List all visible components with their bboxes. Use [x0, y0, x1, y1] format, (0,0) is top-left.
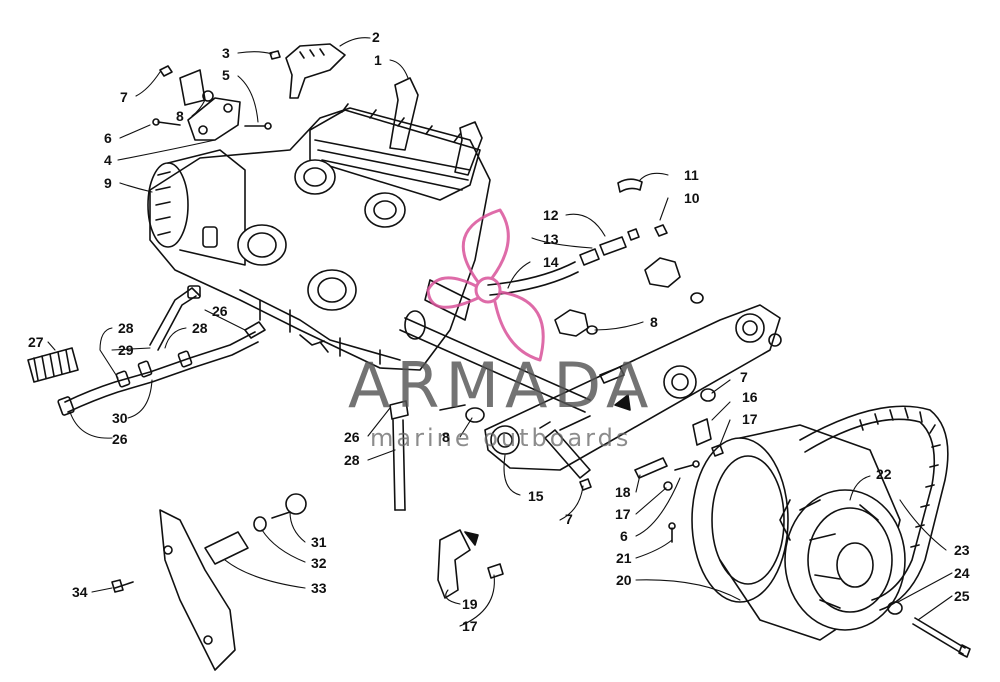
- callout-31[interactable]: 31: [311, 534, 327, 550]
- callout-29[interactable]: 29: [118, 342, 134, 358]
- callout-5[interactable]: 5: [222, 67, 230, 83]
- callout-6-top[interactable]: 6: [104, 130, 112, 146]
- callout-20[interactable]: 20: [616, 572, 632, 588]
- callout-28-left[interactable]: 28: [118, 320, 134, 336]
- callout-11[interactable]: 11: [684, 167, 699, 183]
- callout-12[interactable]: 12: [543, 207, 559, 223]
- callout-25[interactable]: 25: [954, 588, 970, 604]
- callout-26-top[interactable]: 26: [212, 303, 228, 319]
- callout-7-right[interactable]: 7: [740, 369, 748, 385]
- callout-28-mid[interactable]: 28: [192, 320, 208, 336]
- callout-26-center[interactable]: 26: [344, 429, 360, 445]
- callout-9[interactable]: 9: [104, 175, 112, 191]
- callout-26-bottom[interactable]: 26: [112, 431, 128, 447]
- callout-14[interactable]: 14: [543, 254, 559, 270]
- callout-23[interactable]: 23: [954, 542, 970, 558]
- engine-block: [147, 43, 491, 371]
- callout-24[interactable]: 24: [954, 565, 970, 581]
- callout-16[interactable]: 16: [742, 389, 758, 405]
- callout-27[interactable]: 27: [28, 334, 44, 350]
- callout-1[interactable]: 1: [374, 52, 382, 68]
- callout-17-mid[interactable]: 17: [615, 506, 631, 522]
- callout-6-bottom[interactable]: 6: [620, 528, 628, 544]
- callout-19[interactable]: 19: [462, 596, 478, 612]
- callout-18[interactable]: 18: [615, 484, 631, 500]
- leader-lines: [47, 37, 953, 627]
- misc-hardware: [111, 400, 724, 671]
- watermark-brand: ARMADA: [348, 349, 655, 422]
- callout-3[interactable]: 3: [222, 45, 230, 61]
- watermark-tagline: marine outboards: [370, 424, 632, 452]
- callout-32[interactable]: 32: [311, 555, 327, 571]
- callout-10[interactable]: 10: [684, 190, 700, 206]
- callout-13[interactable]: 13: [543, 231, 559, 247]
- callout-21[interactable]: 21: [616, 550, 632, 566]
- callout-8-top[interactable]: 8: [176, 108, 184, 124]
- callout-4[interactable]: 4: [104, 152, 112, 168]
- callout-15[interactable]: 15: [528, 488, 544, 504]
- callout-17-bottom[interactable]: 17: [462, 618, 478, 634]
- callout-34[interactable]: 34: [72, 584, 88, 600]
- callout-7-bottom[interactable]: 7: [565, 511, 573, 527]
- callout-8-right[interactable]: 8: [650, 314, 658, 330]
- callout-30[interactable]: 30: [112, 410, 128, 426]
- callout-7-top[interactable]: 7: [120, 89, 128, 105]
- callout-8-center[interactable]: 8: [442, 429, 450, 445]
- callout-2[interactable]: 2: [372, 29, 380, 45]
- oil-line-assembly: [27, 285, 266, 416]
- callout-17-right[interactable]: 17: [742, 411, 758, 427]
- propeller-logo: [426, 208, 545, 362]
- chaincase-housing: [484, 304, 781, 471]
- callout-28-center[interactable]: 28: [344, 452, 360, 468]
- callout-33[interactable]: 33: [311, 580, 327, 596]
- callout-22[interactable]: 22: [876, 466, 892, 482]
- drive-clutch-assembly: [691, 405, 971, 658]
